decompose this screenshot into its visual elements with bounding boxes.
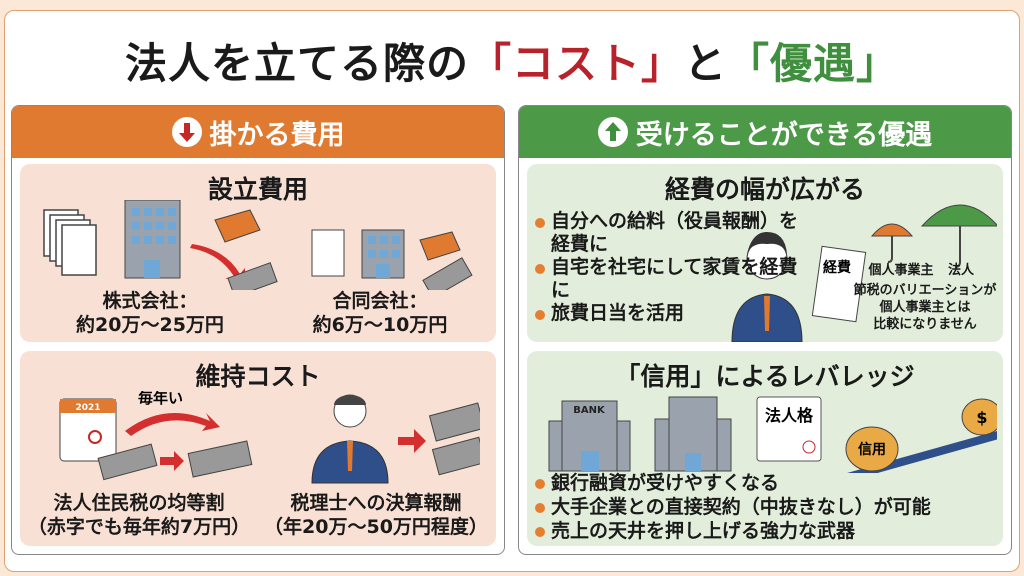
maintenance-cost-panel: 維持コスト 2021 毎年い 法人住民税の均等割（赤字でも毎年約7万円） 税理士… <box>20 351 496 546</box>
credit-bag-label: 信用 <box>858 441 886 458</box>
expenses-panel: 経費の幅が広がる 経費 自分への給料（役員報酬）を経費に 自宅を社宅にして家賃を… <box>527 164 1003 342</box>
list-item: 売上の天井を押し上げる強力な武器 <box>535 519 995 543</box>
list-item: 大手企業との直接契約（中抜きなし）が可能 <box>535 495 995 519</box>
maintenance-cost-title: 維持コスト <box>195 362 321 391</box>
arrow-right-icon <box>398 429 426 453</box>
equal-levy-tax: 法人住民税の均等割（赤字でも毎年約7万円） <box>27 492 251 538</box>
accountant-fee: 税理士への決算報酬（年20万～50万円程度） <box>264 492 488 538</box>
small-building-icon <box>361 229 405 279</box>
dollar-label: $ <box>976 408 987 427</box>
company-building-icon <box>654 396 732 472</box>
setup-illustration <box>43 200 473 290</box>
expense-document-icon <box>811 245 867 323</box>
office-building-icon <box>124 200 181 279</box>
credit-illustration: BANK 法人格 信用 $ <box>548 396 997 473</box>
money-stack-icon <box>431 436 480 476</box>
banknote-icon <box>227 262 278 290</box>
bank-label: BANK <box>573 405 606 416</box>
calendar-year: 2021 <box>75 403 100 413</box>
expenses-bullets: 自分への給料（役員報酬）を経費に 自宅を社宅にして家賃を経費に 旅費日当を活用 <box>535 210 805 325</box>
credit-title: 「信用」によるレバレッジ <box>615 362 915 391</box>
umbrella-label-corporation: 法人 <box>947 263 974 278</box>
list-item: 旅費日当を活用 <box>535 302 805 325</box>
cost-column: 掛かる費用 設立費用 株式会社：約20万～25万円 合同会社：約6万～10万円 … <box>11 105 505 555</box>
curved-arrow-icon <box>125 413 220 436</box>
documents-icon <box>43 209 97 276</box>
arrow-right-icon <box>160 451 184 471</box>
yearly-label: 毎年い <box>138 391 183 407</box>
bank-building-icon <box>548 400 631 472</box>
page-title: 法人を立てる際の「コスト」と「優遇」 <box>124 39 900 88</box>
list-item: 自分への給料（役員報酬）を経費に <box>535 210 805 256</box>
arrow-down-circle-icon <box>171 117 202 147</box>
price-tag-icon <box>419 231 461 261</box>
price-tag-icon <box>214 209 261 243</box>
kabushiki-cost: 株式会社：約20万～25万円 <box>76 290 224 336</box>
setup-cost-title: 設立費用 <box>207 175 308 204</box>
credit-bullets: 銀行融資が受けやすくなる 大手企業との直接契約（中抜きなし）が可能 売上の天井を… <box>535 471 995 543</box>
expenses-title: 経費の幅が広がる <box>664 175 865 204</box>
banknote-icon <box>422 257 473 290</box>
certificate-label: 法人格 <box>765 406 814 425</box>
tax-saving-note: 節税のバリエーションが個人事業主とは比較になりません <box>853 283 997 332</box>
expenses-illustration: 経費 <box>731 204 997 342</box>
cost-header: 掛かる費用 <box>12 106 504 158</box>
benefit-header: 受けることができる優遇 <box>519 106 1011 158</box>
list-item: 自宅を社宅にして家賃を経費に <box>535 256 805 302</box>
small-umbrella-icon <box>870 223 914 263</box>
large-umbrella-icon <box>920 204 997 268</box>
accountant-icon <box>311 394 389 484</box>
credit-money-bag-icon <box>845 426 899 472</box>
corporate-certificate-icon <box>756 396 822 462</box>
list-item: 銀行融資が受けやすくなる <box>535 471 995 495</box>
umbrella-label-sole-proprietor: 個人事業主 <box>868 263 934 278</box>
dollar-money-bag-icon <box>961 398 997 436</box>
maintenance-illustration: 2021 毎年い <box>59 391 480 484</box>
document-icon <box>311 229 345 277</box>
money-stack-icon <box>187 440 253 478</box>
setup-cost-panel: 設立費用 株式会社：約20万～25万円 合同会社：約6万～10万円 <box>20 164 496 342</box>
credit-panel: 「信用」によるレバレッジ BANK 法人格 信用 $ 銀行融資が受けやすくなる … <box>527 351 1003 546</box>
goudou-cost: 合同会社：約6万～10万円 <box>312 290 448 336</box>
happy-businessman-icon <box>731 232 803 342</box>
doc-label: 経費 <box>823 259 851 276</box>
benefit-column: 受けることができる優遇 経費の幅が広がる 経費 自分への給料（役員報酬）を経費に… <box>518 105 1012 555</box>
calendar-icon <box>59 398 117 462</box>
money-stack-icon <box>428 402 480 442</box>
arrow-up-circle-icon <box>597 117 628 147</box>
money-stack-icon <box>97 443 158 481</box>
